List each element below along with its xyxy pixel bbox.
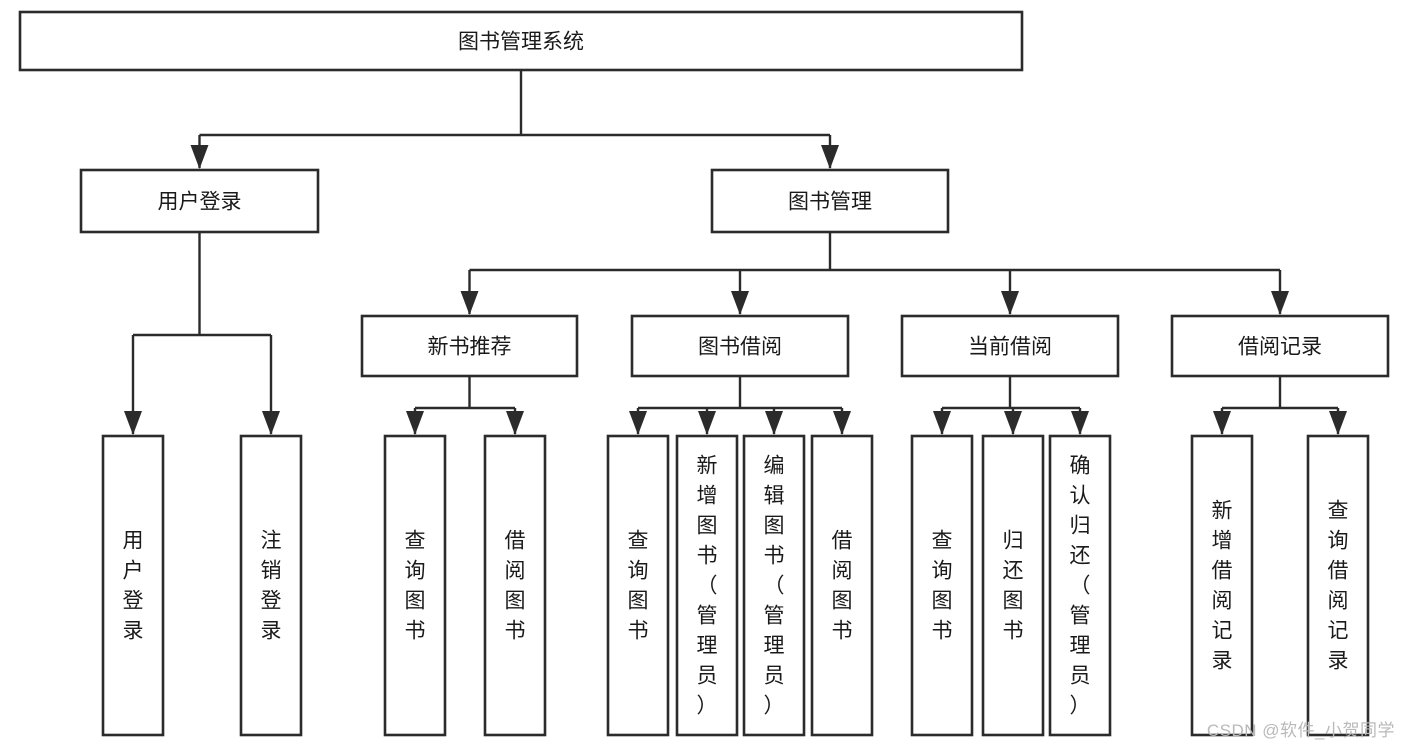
node-box bbox=[910, 434, 974, 737]
node-label: 借阅图书 bbox=[832, 529, 853, 642]
node-box bbox=[810, 434, 874, 737]
node-label: 图书管理系统 bbox=[458, 31, 584, 54]
node-leaf-query-book-1[interactable]: 查询图书 bbox=[383, 434, 447, 737]
node-label: 图书管理 bbox=[788, 191, 872, 214]
node-label: 用户登录 bbox=[158, 191, 242, 214]
node-box bbox=[79, 168, 320, 234]
node-label: 查询图书 bbox=[405, 529, 426, 642]
node-label: 编辑图书（管理员） bbox=[764, 454, 785, 717]
node-box bbox=[1190, 434, 1254, 737]
arrow-to-leaf-query-book-3 bbox=[933, 411, 951, 435]
node-box bbox=[360, 314, 579, 378]
node-label: 借阅图书 bbox=[505, 529, 526, 642]
node-leaf-query-record[interactable]: 查询借阅记录 bbox=[1306, 434, 1370, 737]
node-label: 图书借阅 bbox=[698, 336, 782, 359]
arrow-to-leaf-user-login bbox=[124, 411, 142, 435]
node-leaf-borrow-book-1[interactable]: 借阅图书 bbox=[483, 434, 547, 737]
node-box bbox=[742, 434, 806, 737]
node-box bbox=[675, 434, 739, 737]
node-box bbox=[383, 434, 447, 737]
node-leaf-query-book-3[interactable]: 查询图书 bbox=[910, 434, 974, 737]
node-box bbox=[1306, 434, 1370, 737]
arrow-to-leaf-add-record bbox=[1213, 411, 1231, 435]
node-label: 查询图书 bbox=[932, 529, 953, 642]
node-book-manage[interactable]: 图书管理 bbox=[710, 168, 950, 234]
node-box bbox=[900, 314, 1120, 378]
arrow-to-leaf-query-book-2 bbox=[629, 411, 647, 435]
node-box bbox=[981, 434, 1045, 737]
node-current-borrow[interactable]: 当前借阅 bbox=[900, 314, 1120, 378]
node-box bbox=[18, 10, 1024, 72]
node-box bbox=[630, 314, 850, 378]
arrow-to-new-book-recommend bbox=[460, 291, 479, 315]
arrow-to-book-manage bbox=[821, 145, 839, 169]
arrow-to-leaf-logout bbox=[262, 411, 280, 435]
watermark-label: CSDN @软件_小贺同学 bbox=[1206, 721, 1395, 740]
node-user-login[interactable]: 用户登录 bbox=[79, 168, 320, 234]
node-leaf-add-record[interactable]: 新增借阅记录 bbox=[1190, 434, 1254, 737]
arrow-to-leaf-query-record bbox=[1329, 411, 1347, 435]
node-label: 新增借阅记录 bbox=[1212, 499, 1233, 672]
arrow-to-leaf-edit-book bbox=[765, 411, 783, 435]
node-box bbox=[1048, 434, 1112, 737]
node-leaf-query-book-2[interactable]: 查询图书 bbox=[606, 434, 670, 737]
node-label: 新增图书（管理员） bbox=[697, 454, 718, 717]
node-label: 查询图书 bbox=[628, 529, 649, 642]
arrow-to-leaf-return-book bbox=[1004, 411, 1022, 435]
connector-layer bbox=[124, 70, 1347, 435]
node-leaf-confirm-return[interactable]: 确认归还（管理员） bbox=[1048, 434, 1112, 737]
node-label: 新书推荐 bbox=[428, 336, 512, 359]
node-book-borrow[interactable]: 图书借阅 bbox=[630, 314, 850, 378]
node-label: 确认归还（管理员） bbox=[1070, 454, 1091, 717]
node-leaf-return-book[interactable]: 归还图书 bbox=[981, 434, 1045, 737]
node-new-book-recommend[interactable]: 新书推荐 bbox=[360, 314, 579, 378]
arrow-to-leaf-add-book bbox=[698, 411, 716, 435]
node-leaf-user-login[interactable]: 用户登录 bbox=[101, 434, 165, 737]
arrow-to-leaf-borrow-book-1 bbox=[506, 411, 524, 435]
node-layer: 图书管理系统用户登录图书管理新书推荐图书借阅当前借阅借阅记录用户登录注销登录查询… bbox=[18, 10, 1390, 737]
node-box bbox=[239, 434, 303, 737]
node-leaf-add-book[interactable]: 新增图书（管理员） bbox=[675, 434, 739, 737]
node-label: 用户登录 bbox=[123, 529, 144, 642]
arrow-to-book-borrow bbox=[731, 291, 749, 315]
arrow-to-leaf-query-book-1 bbox=[406, 411, 424, 435]
node-leaf-borrow-book-2[interactable]: 借阅图书 bbox=[810, 434, 874, 737]
node-label: 注销登录 bbox=[261, 529, 282, 642]
node-box bbox=[483, 434, 547, 737]
arrow-to-leaf-confirm-return bbox=[1071, 411, 1089, 435]
arrow-to-borrow-record bbox=[1271, 291, 1289, 315]
node-leaf-edit-book[interactable]: 编辑图书（管理员） bbox=[742, 434, 806, 737]
node-label: 归还图书 bbox=[1003, 529, 1024, 642]
node-box bbox=[710, 168, 950, 234]
node-label: 当前借阅 bbox=[968, 336, 1052, 359]
node-borrow-record[interactable]: 借阅记录 bbox=[1170, 314, 1390, 378]
node-root[interactable]: 图书管理系统 bbox=[18, 10, 1024, 72]
arrow-to-user-login bbox=[190, 145, 209, 169]
arrow-to-current-borrow bbox=[1001, 291, 1019, 315]
node-label: 查询借阅记录 bbox=[1328, 499, 1349, 672]
node-box bbox=[1170, 314, 1390, 378]
node-label: 借阅记录 bbox=[1238, 336, 1322, 359]
node-leaf-logout[interactable]: 注销登录 bbox=[239, 434, 303, 737]
node-box bbox=[101, 434, 165, 737]
arrow-to-leaf-borrow-book-2 bbox=[833, 411, 851, 435]
node-box bbox=[606, 434, 670, 737]
